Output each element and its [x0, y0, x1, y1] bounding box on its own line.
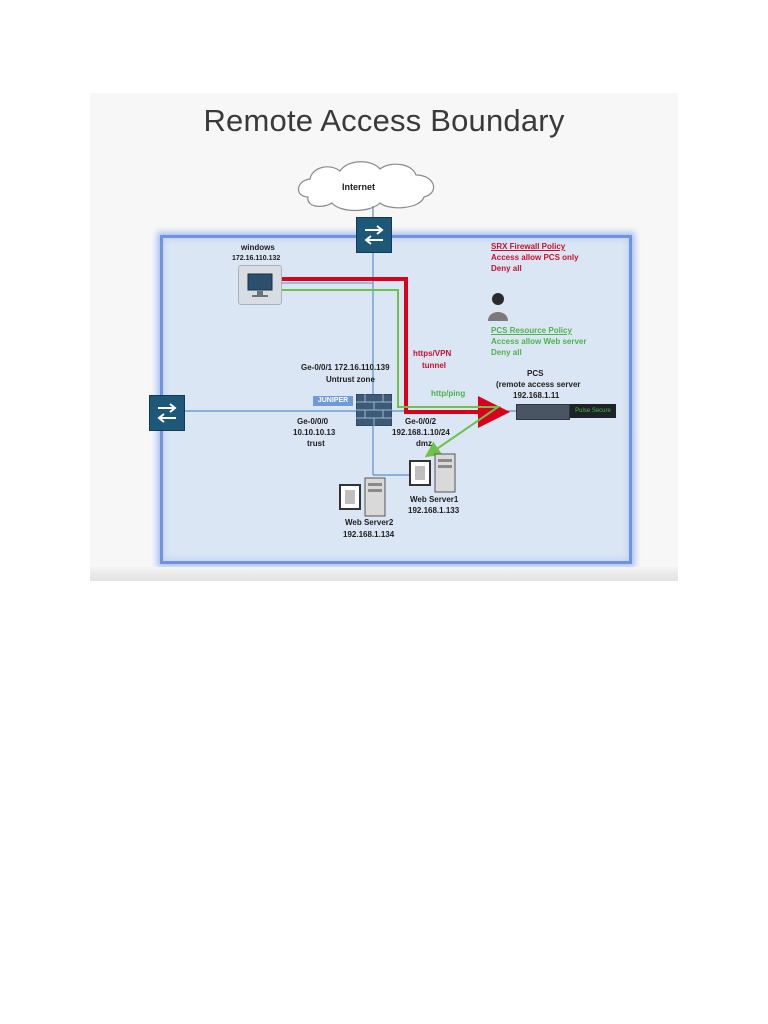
network-diagram-lines: [183, 161, 516, 476]
http-ping-path: [282, 289, 502, 458]
firewall-policy-line2: Deny all: [491, 264, 522, 273]
windows-ip: 172.16.110.132: [232, 255, 281, 262]
untrust-zone-label: Untrust zone: [326, 375, 375, 384]
web-server1-ip: 192.168.1.133: [408, 506, 460, 515]
vpn-tunnel-path: [282, 277, 510, 428]
web-server2-ip: 192.168.1.134: [343, 530, 395, 539]
pcs-desc: (remote access server: [496, 380, 581, 389]
pulse-secure-logo: Pulse Secure: [570, 404, 616, 418]
left-switch-icon: [149, 395, 185, 431]
ge001-label: Ge-0/0/1 172.16.110.139: [301, 363, 390, 372]
firewall-policy-line1: Access allow PCS only: [491, 253, 579, 262]
top-switch-icon: [356, 217, 392, 253]
juniper-logo: JUNIPER: [313, 396, 353, 406]
internet-label: Internet: [342, 182, 376, 192]
tunnel-label-line1: https/VPN: [413, 349, 452, 358]
ge000-label: Ge-0/0/0: [297, 417, 329, 426]
trust-label: trust: [307, 439, 325, 448]
windows-monitor-icon: [238, 265, 282, 305]
ge002-label: Ge-0/0/2: [405, 417, 437, 426]
firewall-policy-title: SRX Firewall Policy: [491, 242, 566, 251]
internet-cloud: [297, 161, 435, 212]
tunnel-label-line2: tunnel: [422, 361, 446, 370]
windows-label: windows: [241, 243, 275, 252]
pcs-policy-title: PCS Resource Policy: [491, 326, 572, 335]
ge002-ip: 192.168.1.10/24: [392, 428, 450, 437]
pcs-ip: 192.168.1.11: [513, 391, 560, 400]
slide-title: Remote Access Boundary: [203, 103, 565, 138]
pcs-policy-line1: Access allow Web server: [491, 337, 587, 346]
ge000-ip: 10.10.10.13: [293, 428, 336, 437]
web-server1-icon: [409, 453, 456, 493]
dmz-label: dmz: [416, 439, 432, 448]
pcs-policy-line2: Deny all: [491, 348, 522, 357]
pcs-label: PCS: [527, 369, 544, 378]
web-server2-icon: [339, 477, 386, 517]
slide: Remote Access Boundary Internet: [90, 93, 678, 581]
web-server1-name: Web Server1: [410, 495, 459, 504]
pcs-appliance-icon: [516, 404, 570, 420]
http-ping-label: http/ping: [431, 389, 466, 398]
web-server2-name: Web Server2: [345, 518, 394, 527]
slide-bottom-shadow: [90, 567, 678, 581]
user-icon: [488, 293, 508, 321]
firewall-icon: [356, 394, 392, 426]
